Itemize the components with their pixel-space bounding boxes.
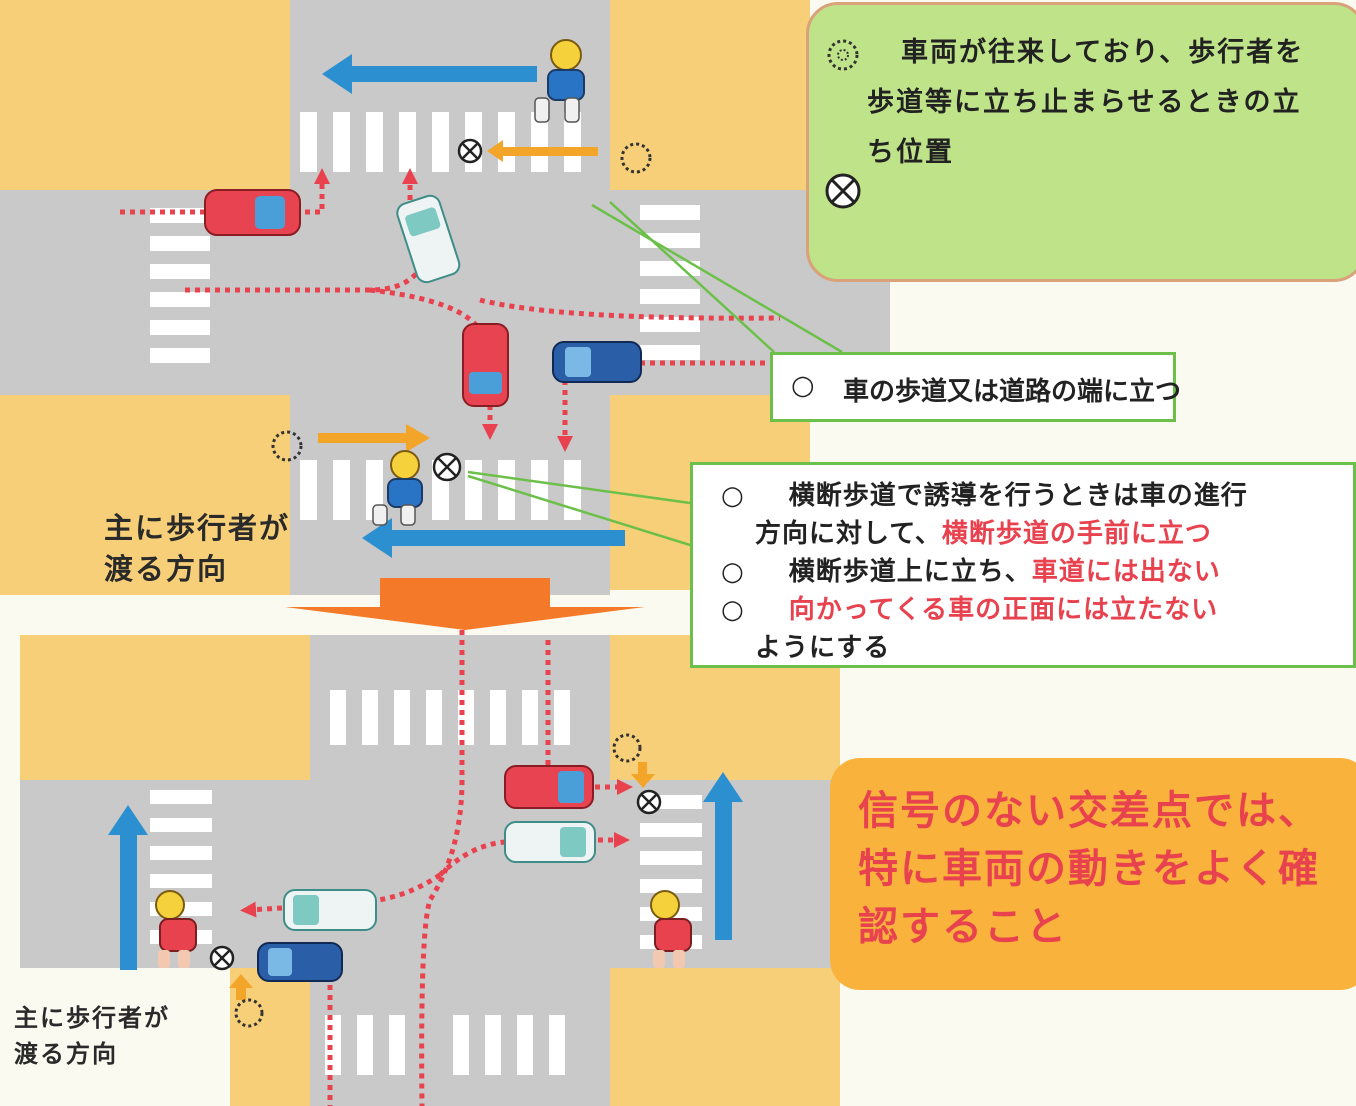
callout-line1b: 方向に対して、横断歩道の手前に立つ [755, 515, 1212, 553]
car-b-blue [257, 942, 343, 982]
dotted-circle-icon [827, 39, 859, 71]
car-b-white-west [283, 889, 377, 931]
legend-text-2: 歩道等に立ち止まらせるときの立 [867, 87, 1302, 118]
child-pedestrian-b-east [650, 890, 692, 968]
pedestrian-arrow-b-west [108, 805, 148, 970]
pedestrian-arrow-south [362, 518, 625, 558]
callout-line3: ○ 向かってくる車の正面には立たない [721, 591, 1218, 629]
callout-line2-red: 車道には出ない [1031, 557, 1221, 587]
callout-mark: ○ [721, 595, 745, 625]
circled-x-icon [825, 173, 861, 209]
car-red-west [204, 189, 301, 236]
guide-arrow-b-north [631, 762, 655, 788]
child-pedestrian-south [372, 450, 423, 526]
child-pedestrian-b-west [155, 890, 197, 968]
stand-position-icon [209, 945, 235, 971]
pedestrian-arrow-north [322, 54, 537, 94]
vehicle-paths-bottom [240, 630, 634, 1106]
transition-arrow-icon [285, 578, 645, 630]
callout-edge-mark: ○ [791, 370, 815, 401]
stand-position-icon [432, 452, 462, 482]
top-intersection [0, 0, 890, 595]
callout-leader-lines [467, 201, 843, 547]
legend-box: 車両が往来しており、歩行者を 歩道等に立ち止まらせるときの立 ち位置 [806, 2, 1356, 282]
callout-edge-text: 車の歩道又は道路の端に立つ [843, 377, 1182, 407]
warning-line3: 認すること [858, 904, 1068, 950]
pedestrian-arrow-b-east [703, 772, 743, 940]
legend-text-3: ち位置 [867, 137, 954, 168]
guide-arrow-b-south [229, 974, 253, 1000]
sidewalk-top-left [0, 0, 290, 190]
car-b-white-east [504, 821, 596, 863]
callout-line3-red: 向かってくる車の正面には立たない [788, 595, 1219, 625]
stand-position-icon [457, 138, 483, 164]
legend-text-1: 車両が往来しており、歩行者を [901, 37, 1305, 68]
callout-mark: ○ [721, 481, 745, 511]
direction-line2: 渡る方向 [14, 1040, 118, 1068]
pedestrian-direction-label-bottom: 主に歩行者が 渡る方向 [14, 1000, 170, 1072]
callout-line1-text: 横断歩道で誘導を行うときは車の進行 [788, 481, 1248, 511]
stop-position-icon [620, 142, 652, 174]
guide-arrow-north [487, 140, 598, 162]
car-b-red [504, 765, 594, 809]
car-blue-east [552, 341, 642, 383]
stop-position-icon [234, 998, 264, 1028]
warning-box: 信号のない交差点では、 特に車両の動きをよく確 認すること [830, 758, 1356, 990]
callout-line2: ○ 横断歩道上に立ち、車道には出ない [721, 553, 1221, 591]
stand-position-icon [636, 789, 662, 815]
callout-line1b-text: 方向に対して、 [755, 519, 942, 549]
car-red-center [462, 323, 509, 407]
stop-position-icon [612, 733, 642, 763]
pedestrian-direction-label-top: 主に歩行者が 渡る方向 [104, 508, 290, 589]
crosswalk-east [640, 205, 700, 360]
warning-line1: 信号のない交差点では、 [858, 788, 1320, 834]
callout-line1: ○ 横断歩道で誘導を行うときは車の進行 [721, 477, 1248, 515]
direction-line2: 渡る方向 [104, 551, 229, 586]
sidewalk-b-top-left [20, 635, 310, 780]
bottom-intersection [20, 630, 840, 1106]
crosswalk-south [300, 460, 581, 520]
stop-position-icon [271, 430, 303, 462]
direction-line1: 主に歩行者が [14, 1004, 170, 1032]
callout-edge: ○ 車の歩道又は道路の端に立つ [770, 352, 1181, 422]
callout-line1-red: 横断歩道の手前に立つ [941, 519, 1212, 549]
callout-line2-text: 横断歩道上に立ち、 [788, 557, 1032, 587]
direction-line1: 主に歩行者が [104, 511, 291, 545]
sidewalk-bottom-left [0, 395, 290, 595]
callout-line3b: ようにする [755, 633, 891, 663]
car-white-turning [396, 194, 461, 284]
warning-line2: 特に車両の動きをよく確 [858, 846, 1320, 892]
callout-crosswalk: ○ 横断歩道で誘導を行うときは車の進行 方向に対して、横断歩道の手前に立つ ○ … [690, 462, 1356, 668]
callout-mark: ○ [721, 557, 745, 587]
sidewalk-b-bottom-right [610, 968, 840, 1106]
sidewalk-top-right [610, 0, 810, 190]
child-pedestrian-north [534, 39, 585, 123]
guide-arrow-south [318, 424, 430, 452]
warning-text: 信号のない交差点では、 特に車両の動きをよく確 認すること [858, 782, 1320, 956]
